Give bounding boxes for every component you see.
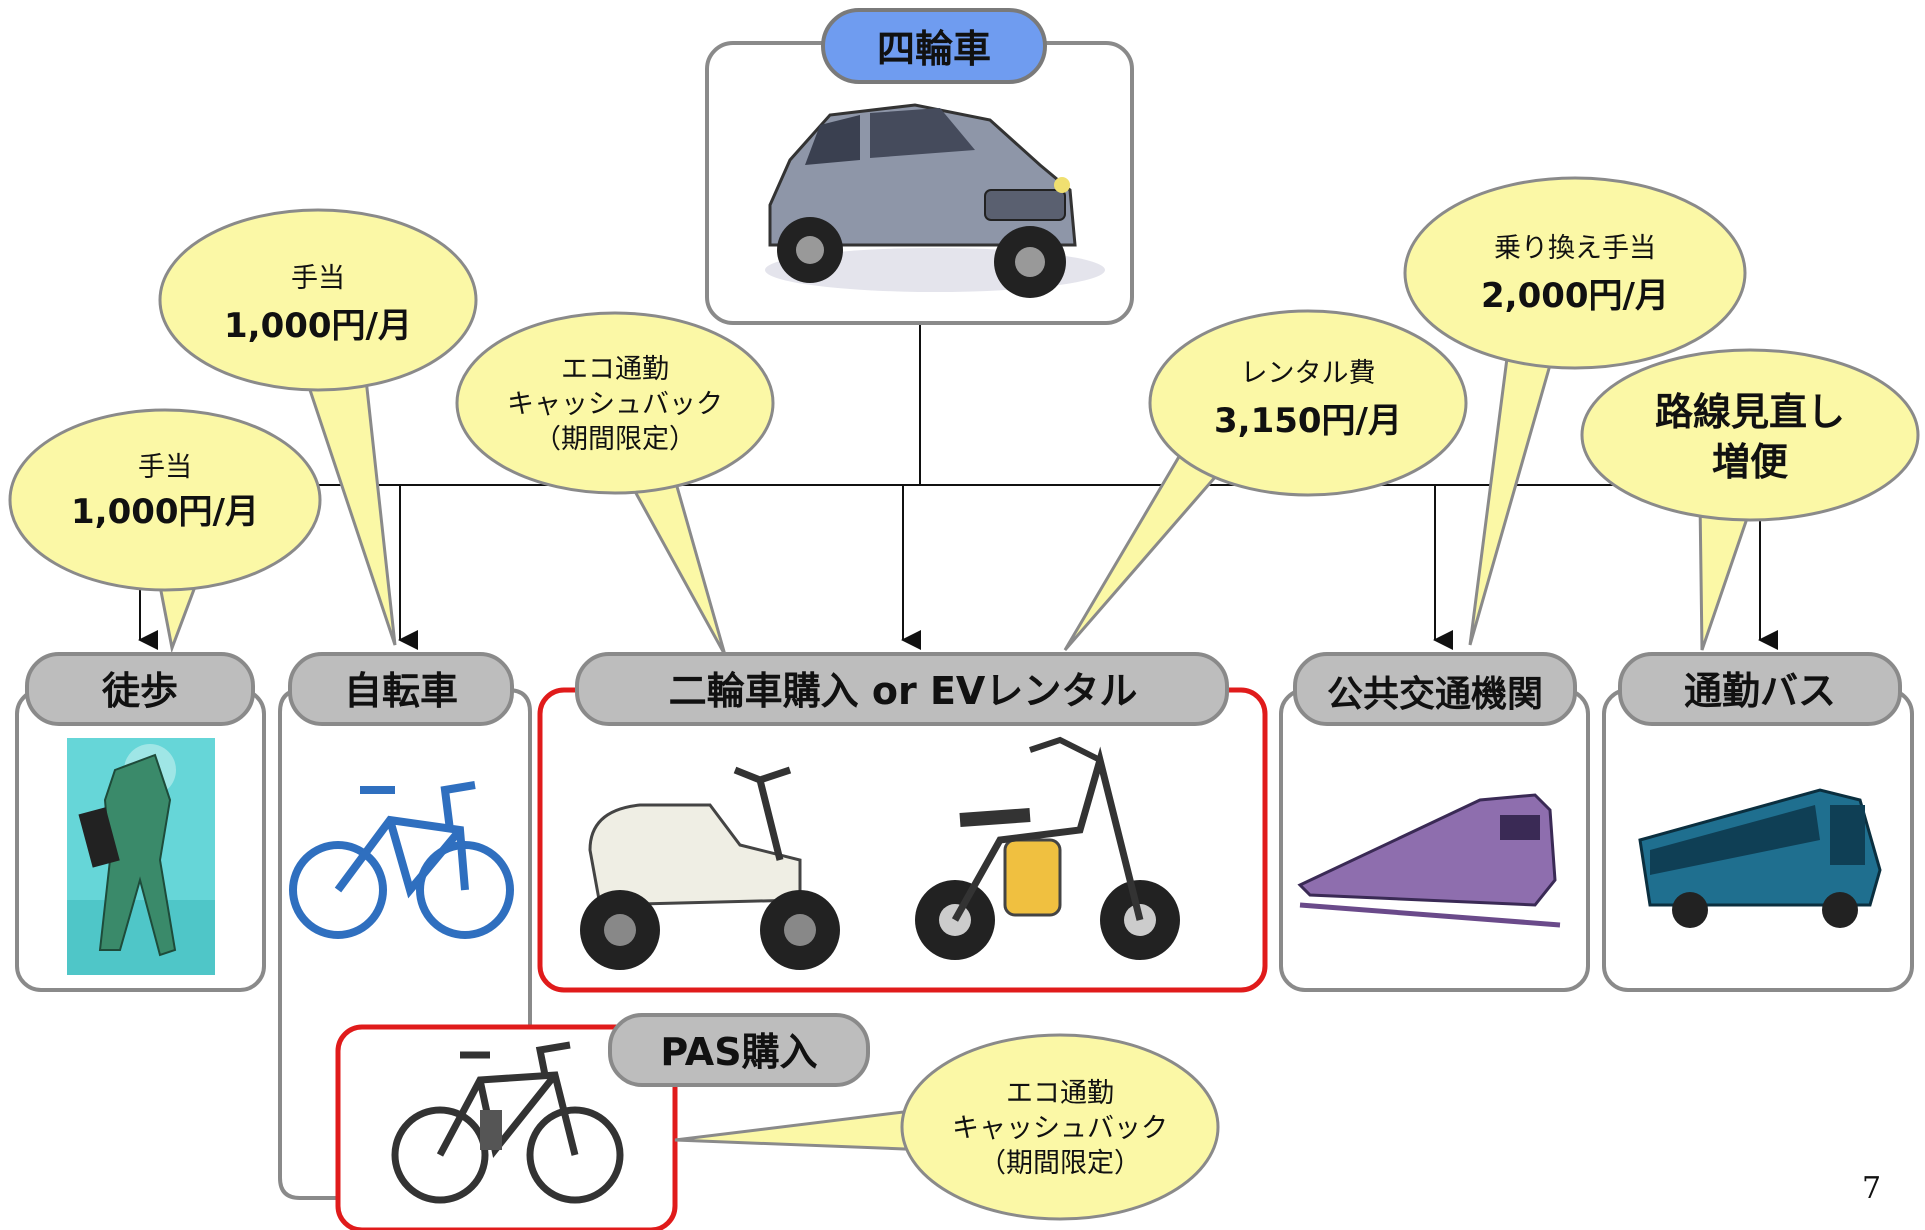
route-review-bubble: 路線見直し 増便 (1580, 348, 1920, 651)
eco-cashback-line1: エコ通勤 (561, 354, 669, 385)
walk-allowance-line1: 手当 (138, 452, 192, 483)
bus-label: 通勤バス (1684, 669, 1836, 713)
pas-box (335, 1024, 678, 1230)
bus-icon (1638, 788, 1882, 928)
pas-eco-cashback-bubble: エコ通勤 キャッシュバック （期間限定） (674, 1033, 1220, 1221)
motorbike-pill: 二輪車購入 or EVレンタル (575, 652, 1229, 726)
pas-pill: PAS購入 (608, 1013, 870, 1087)
public-transport-label: 公共交通機関 (1327, 673, 1543, 715)
walk-box (15, 688, 266, 992)
pas-eco-cashback-line3: （期間限定） (979, 1148, 1141, 1179)
walk-allowance-line2: 1,000円/月 (71, 492, 259, 532)
motorbike-box (537, 687, 1268, 993)
bicycle-icon (289, 781, 514, 939)
transfer-allowance-line2: 2,000円/月 (1481, 276, 1669, 316)
motorbike-label: 二輪車購入 or EVレンタル (669, 669, 1138, 713)
public-transport-box (1279, 688, 1590, 992)
page-number: 7 (1862, 1171, 1881, 1206)
train-icon (1297, 793, 1561, 928)
transfer-allowance-bubble: 乗り換え手当 2,000円/月 (1403, 176, 1747, 646)
rental-fee-line1: レンタル費 (1241, 358, 1376, 389)
pas-label: PAS購入 (660, 1030, 817, 1074)
bicycle-box (278, 688, 532, 1200)
walking-person-icon (67, 738, 215, 975)
bicycle-label: 自転車 (344, 669, 458, 713)
walk-pill: 徒歩 (25, 652, 255, 726)
pas-eco-cashback-line1: エコ通勤 (1006, 1078, 1114, 1109)
public-transport-pill: 公共交通機関 (1293, 652, 1577, 726)
route-review-line1: 路線見直し (1655, 390, 1845, 434)
eco-cashback-line2: キャッシュバック (507, 389, 723, 420)
bicycle-allowance-bubble: 手当 1,000円/月 (158, 208, 478, 646)
car-label: 四輪車 (877, 27, 991, 71)
ev-scooter-icon (915, 736, 1180, 960)
eco-cashback-line3: （期間限定） (534, 424, 696, 455)
scooter-icon (580, 766, 840, 970)
eco-cashback-bubble: エコ通勤 キャッシュバック （期間限定） (455, 311, 775, 656)
walk-allowance-bubble: 手当 1,000円/月 (8, 408, 322, 654)
bicycle-pill: 自転車 (288, 652, 514, 726)
walk-label: 徒歩 (101, 669, 178, 713)
rental-fee-bubble: レンタル費 3,150円/月 (1063, 309, 1468, 651)
bus-box (1602, 688, 1914, 992)
route-review-line2: 増便 (1712, 440, 1789, 484)
pas-eco-cashback-line2: キャッシュバック (952, 1113, 1168, 1144)
electric-bicycle-icon (391, 1041, 624, 1204)
bicycle-allowance-line1: 手当 (291, 263, 345, 294)
suv-icon (765, 103, 1105, 298)
transfer-allowance-line1: 乗り換え手当 (1494, 233, 1656, 264)
rental-fee-line2: 3,150円/月 (1214, 401, 1402, 441)
bicycle-allowance-line2: 1,000円/月 (224, 306, 412, 346)
car-pill: 四輪車 (821, 8, 1047, 84)
car-box (705, 41, 1134, 325)
bus-pill: 通勤バス (1618, 652, 1902, 726)
